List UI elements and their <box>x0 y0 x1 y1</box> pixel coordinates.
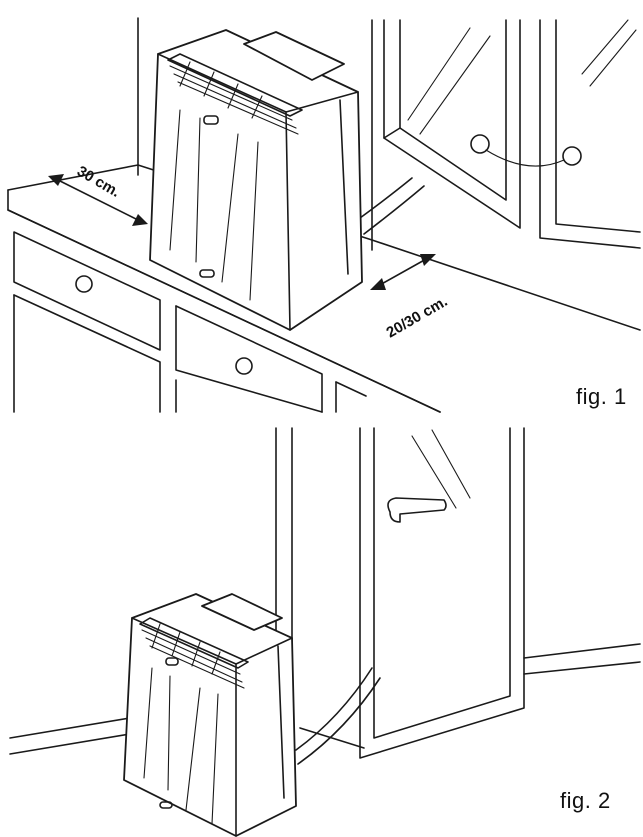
drain-badge <box>159 801 173 809</box>
figure-2-illustration <box>9 427 641 837</box>
floor-line-right <box>523 643 641 659</box>
portable-air-conditioner <box>149 29 363 331</box>
door <box>359 427 525 759</box>
drain-badge <box>199 269 215 278</box>
figure-1: 30 cm. 20/30 cm. fig. 1 <box>0 0 643 415</box>
window-handle-right <box>562 146 582 166</box>
dimension-side-arrow: 30 cm. <box>48 163 148 226</box>
air-grille <box>167 53 303 117</box>
drawer-knob-left <box>75 275 93 293</box>
control-badge <box>165 657 179 666</box>
air-grille <box>139 617 249 669</box>
drawer-knob-right <box>235 357 253 375</box>
exhaust-hose <box>295 667 373 751</box>
counter-front-lower-edge <box>7 209 441 413</box>
cabinet-doors <box>13 231 367 413</box>
dimension-side-label: 30 cm. <box>74 163 123 201</box>
exhaust-hose <box>359 177 413 219</box>
control-badge <box>203 115 219 125</box>
figure-1-illustration: 30 cm. 20/30 cm. <box>7 17 641 413</box>
figure-2-caption: fig. 2 <box>560 788 611 813</box>
floor-line-left <box>9 717 131 739</box>
figure-2: fig. 2 <box>0 418 643 837</box>
window-handle-left <box>470 134 490 154</box>
dimension-back-arrow: 20/30 cm. <box>370 254 451 341</box>
door-handle <box>387 497 447 523</box>
dimension-back-label: 20/30 cm. <box>384 293 451 342</box>
window-open <box>383 19 641 249</box>
portable-air-conditioner <box>123 593 297 837</box>
figure-1-caption: fig. 1 <box>576 384 627 409</box>
